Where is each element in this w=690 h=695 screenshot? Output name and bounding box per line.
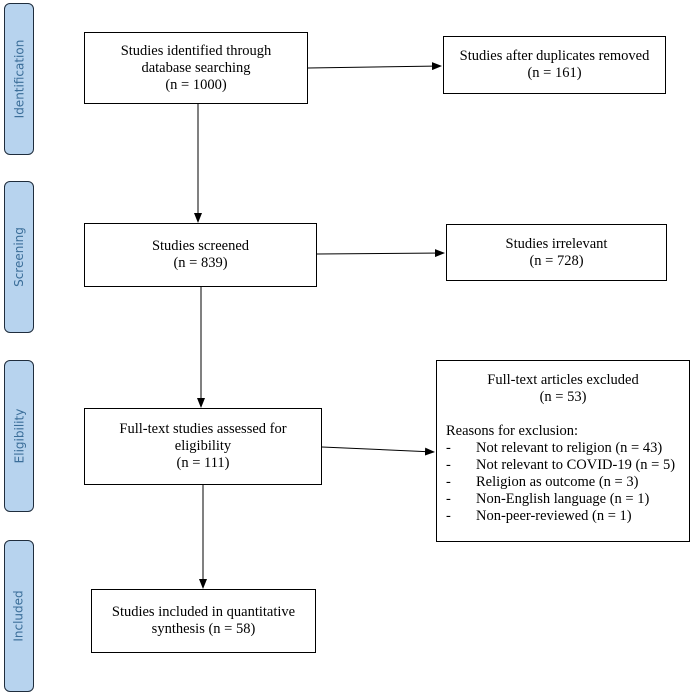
arrow-screened-to-irrelevant (316, 249, 445, 258)
excluded-count: (n = 53) (539, 389, 587, 405)
irrelevant-count: (n = 728) (529, 252, 584, 269)
irrelevant-line1: Studies irrelevant (505, 235, 608, 252)
fulltext-line1: Full-text studies assessed for (119, 421, 287, 437)
exclusion-reason: -Not relevant to COVID-19 (n = 5) (446, 457, 676, 473)
excluded-line1: Full-text articles excluded (487, 372, 639, 388)
exclusion-reason: -Non-English language (n = 1) (446, 491, 650, 507)
box-screened: Studies screened (n = 839) (84, 223, 317, 287)
arrow-fulltext-to-excluded (321, 446, 435, 456)
arrow-identified-to-duplicates (307, 62, 442, 71)
box-identified: Studies identified through database sear… (84, 32, 308, 104)
box-included: Studies included in quantitative synthes… (91, 589, 316, 653)
included-line1: Studies included in quantitative (111, 604, 296, 620)
duplicates-line1: Studies after duplicates removed (459, 48, 650, 64)
screened-line1: Studies screened (151, 238, 250, 254)
exclusion-reason: -Non-peer-reviewed (n = 1) (446, 508, 632, 524)
screened-count: (n = 839) (173, 255, 228, 271)
included-line2: synthesis (n = 58) (151, 621, 256, 637)
box-duplicates-removed: Studies after duplicates removed (n = 16… (443, 36, 666, 94)
identified-count: (n = 1000) (165, 76, 227, 93)
identified-line1: Studies identified through (120, 42, 272, 59)
stage-included: Included (4, 540, 34, 692)
exclusion-reasons-list: -Not relevant to religion (n = 43) -Not … (437, 440, 689, 525)
fulltext-count: (n = 111) (176, 455, 230, 471)
duplicates-count: (n = 161) (527, 65, 582, 81)
identified-line2: database searching (141, 59, 251, 76)
exclusion-reason: -Religion as outcome (n = 3) (446, 474, 639, 490)
exclusion-reasons-title: Reasons for exclusion: (446, 423, 579, 439)
box-fulltext-assessed: Full-text studies assessed for eligibili… (84, 408, 322, 485)
exclusion-reason: -Not relevant to religion (n = 43) (446, 440, 663, 456)
box-irrelevant: Studies irrelevant (n = 728) (446, 224, 667, 281)
box-fulltext-excluded: Full-text articles excluded (n = 53) Rea… (436, 360, 690, 542)
stage-identification: Identification (4, 3, 34, 155)
fulltext-line2: eligibility (174, 438, 232, 454)
stage-eligibility: Eligibility (4, 360, 34, 512)
stage-screening: Screening (4, 181, 34, 333)
